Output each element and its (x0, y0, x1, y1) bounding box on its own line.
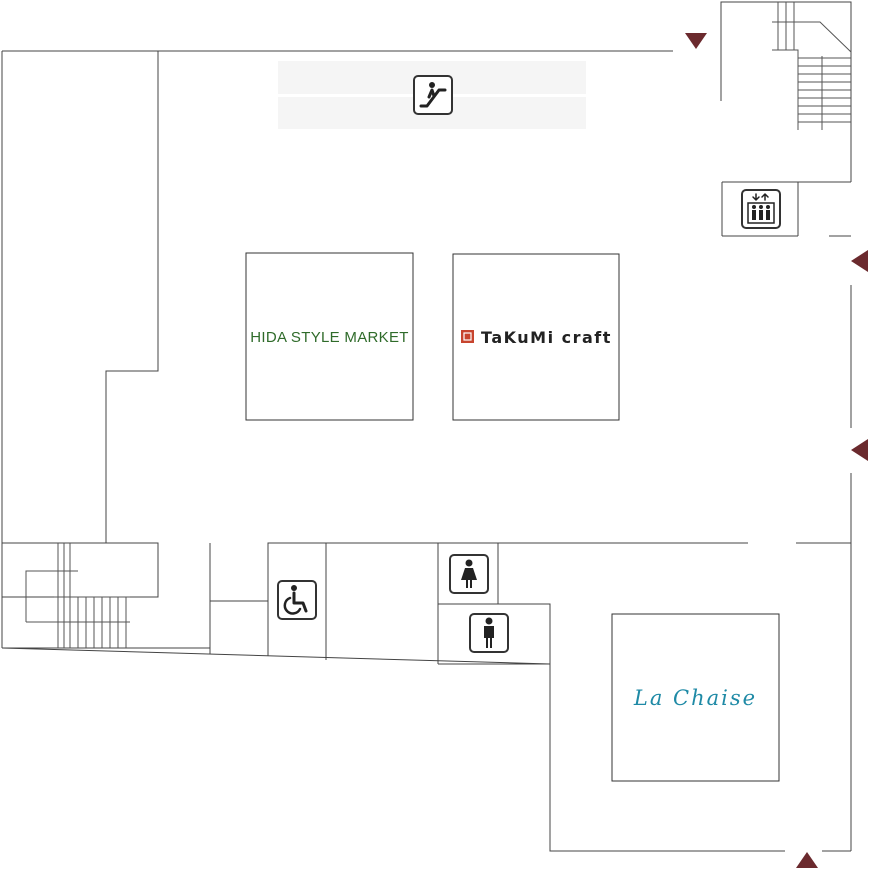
store-name-hida: HIDA STYLE MARKET (250, 329, 408, 346)
entrance-arrow-left-upper (851, 250, 868, 272)
stairs-bottom-left (25, 543, 130, 648)
male-toilet-icon (469, 613, 509, 653)
female-toilet-icon (449, 554, 489, 594)
entrance-arrow-up (796, 852, 818, 868)
entrance-arrow-down (685, 33, 707, 49)
store-hida-style-market[interactable]: HIDA STYLE MARKET (245, 252, 414, 421)
escalator-icon (413, 75, 453, 115)
store-takumi-craft[interactable]: TaKuMi craft (452, 253, 620, 421)
store-la-chaise[interactable]: La Chaise (611, 613, 780, 782)
store-name-la-chaise: La Chaise (633, 686, 757, 710)
stairs-top-right (772, 2, 852, 130)
entrance-arrow-left-lower (851, 439, 868, 461)
square-logo-icon (461, 330, 474, 343)
walls (1, 1, 852, 852)
store-name-takumi: TaKuMi craft (481, 328, 612, 347)
wheelchair-icon (277, 580, 317, 620)
elevator-icon (741, 189, 781, 229)
